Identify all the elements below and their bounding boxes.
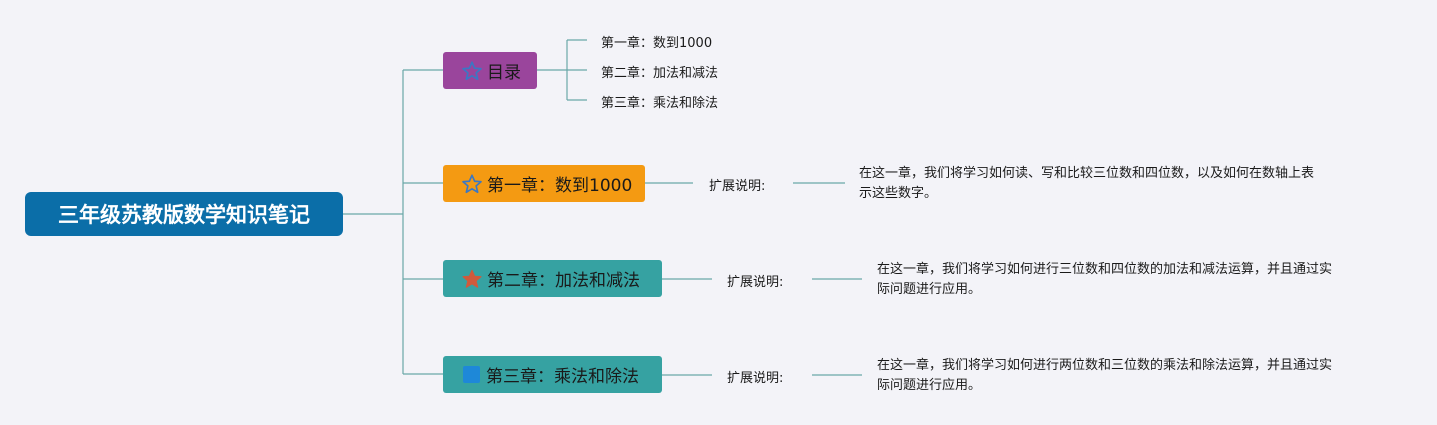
- star-filled-icon: [461, 268, 483, 290]
- chapter2-desc-line: 在这一章，我们将学习如何进行三位数和四位数的加法和减法运算，并且通过实: [877, 262, 1333, 277]
- chapter3-desc-line: 在这一章，我们将学习如何进行两位数和三位数的乘法和除法运算，并且通过实: [877, 358, 1333, 373]
- root-node[interactable]: 三年级苏教版数学知识笔记: [25, 192, 343, 236]
- chapter2-label: 第二章：加法和减法: [487, 271, 640, 291]
- chapter2-description[interactable]: 在这一章，我们将学习如何进行三位数和四位数的加法和减法运算，并且通过实 际问题进…: [877, 260, 1332, 300]
- square-icon: [463, 366, 480, 383]
- chapter3-description[interactable]: 在这一章，我们将学习如何进行两位数和三位数的乘法和除法运算，并且通过实 际问题进…: [877, 356, 1332, 396]
- root-title: 三年级苏教版数学知识笔记: [58, 203, 310, 227]
- chapter3-node[interactable]: 第三章：乘法和除法: [443, 356, 662, 393]
- toc-item[interactable]: 第一章：数到1000: [601, 36, 713, 51]
- star-outline-icon: [461, 60, 483, 82]
- star-outline-icon: [461, 173, 483, 195]
- chapter1-desc-line: 示这些数字。: [859, 186, 938, 201]
- toc-item[interactable]: 第三章：乘法和除法: [601, 96, 719, 111]
- chapter2-node[interactable]: 第二章：加法和减法: [443, 260, 662, 297]
- chapter3-ext-label[interactable]: 扩展说明:: [727, 371, 784, 386]
- chapter1-desc-line: 在这一章，我们将学习如何读、写和比较三位数和四位数，以及如何在数轴上表: [859, 166, 1315, 181]
- chapter3-label: 第三章：乘法和除法: [486, 367, 639, 387]
- chapter2-desc-line: 际问题进行应用。: [877, 282, 982, 297]
- chapter2-ext-label[interactable]: 扩展说明:: [727, 275, 784, 290]
- toc-label: 目录: [487, 63, 521, 83]
- chapter1-node[interactable]: 第一章：数到1000: [443, 165, 645, 202]
- toc-item[interactable]: 第二章：加法和减法: [601, 66, 719, 81]
- chapter1-ext-label[interactable]: 扩展说明:: [709, 179, 766, 194]
- chapter3-desc-line: 际问题进行应用。: [877, 378, 982, 393]
- chapter1-label: 第一章：数到1000: [487, 176, 633, 196]
- toc-node[interactable]: 目录: [443, 52, 537, 89]
- chapter1-description[interactable]: 在这一章，我们将学习如何读、写和比较三位数和四位数，以及如何在数轴上表 示这些数…: [859, 164, 1314, 204]
